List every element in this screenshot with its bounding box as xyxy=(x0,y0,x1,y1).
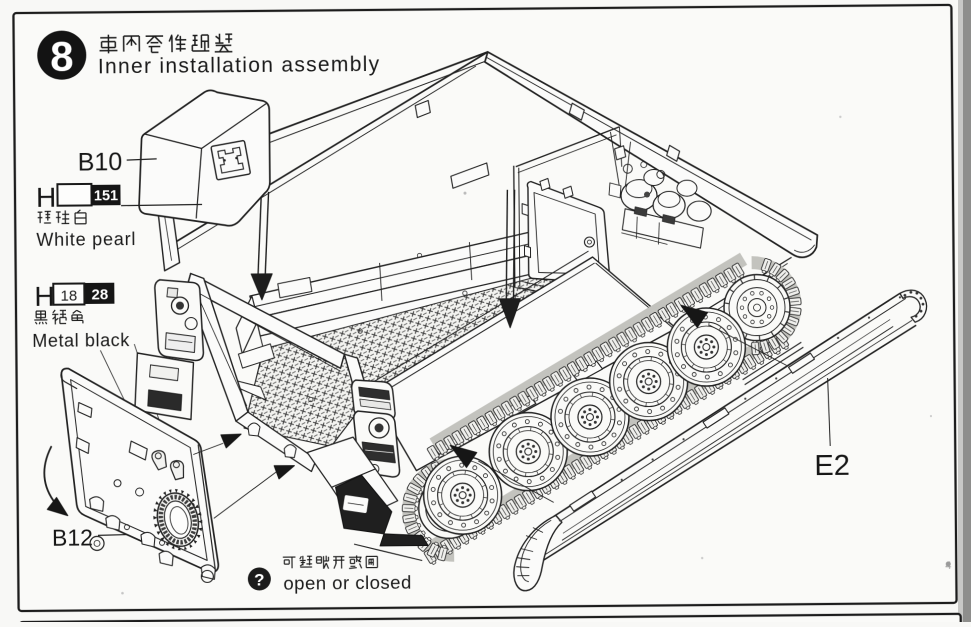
svg-text:18: 18 xyxy=(60,288,77,305)
svg-text:B12: B12 xyxy=(52,524,93,550)
svg-text:Metal black: Metal black xyxy=(32,330,130,351)
svg-text:H: H xyxy=(34,281,55,312)
svg-text:E2: E2 xyxy=(814,450,850,482)
svg-text:151: 151 xyxy=(94,188,118,204)
svg-text:Inner installation assembly: Inner installation assembly xyxy=(98,53,381,78)
svg-text:open or closed: open or closed xyxy=(283,572,412,594)
svg-text:8: 8 xyxy=(50,33,74,80)
svg-text:?: ? xyxy=(254,570,265,589)
svg-text:B10: B10 xyxy=(78,148,123,176)
svg-text:White pearl: White pearl xyxy=(36,229,136,250)
svg-text:28: 28 xyxy=(91,286,108,303)
svg-text:H: H xyxy=(36,182,57,213)
